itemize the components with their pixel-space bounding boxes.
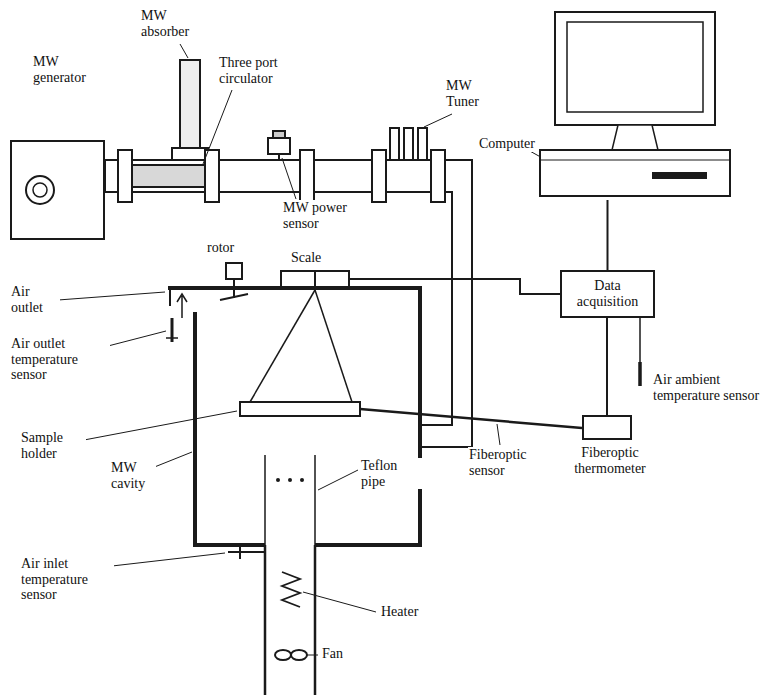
node-heading: Computer: [454, 136, 536, 152]
scale-box: Scale: [280, 270, 350, 288]
connector-line: [606, 318, 608, 415]
computer: Computer: [540, 10, 730, 200]
connector-line: [350, 279, 560, 294]
part-label: Three port circulator: [218, 55, 300, 86]
part-label: MW cavity: [110, 460, 156, 491]
part-label: Air inlet temperature sensor: [20, 556, 114, 603]
part-label: Heater: [380, 604, 419, 620]
part-label: MW power sensor: [282, 200, 359, 231]
part-label: Air ambient temperature sensor: [652, 372, 778, 403]
node-text: Data acquisition: [569, 278, 646, 309]
connector-line: [607, 200, 609, 270]
part-label: MW absorber: [140, 8, 212, 39]
node-heading: Scale: [290, 250, 352, 266]
computer-art: [540, 10, 730, 200]
part-label: Sample holder: [20, 430, 86, 461]
node-heading: Fiberoptic thermometer: [566, 445, 654, 476]
node-heading: MW generator: [32, 54, 114, 85]
part-label: Fan: [321, 646, 344, 662]
generator-box: MW generator: [10, 140, 105, 240]
part-label: Air outlet: [10, 284, 60, 315]
part-label: Fiberoptic sensor: [468, 447, 550, 478]
part-label: rotor: [206, 240, 235, 256]
data-acquisition-box: Data acquisition: [560, 270, 655, 318]
part-label: Teflon pipe: [360, 458, 422, 489]
part-label: MW Tuner: [445, 78, 497, 109]
part-label: Air outlet temperature sensor: [10, 336, 110, 383]
thermometer-box: Fiberoptic thermometer: [582, 415, 632, 440]
scale-box-art: [282, 272, 348, 286]
generator-box-art: [12, 142, 103, 238]
